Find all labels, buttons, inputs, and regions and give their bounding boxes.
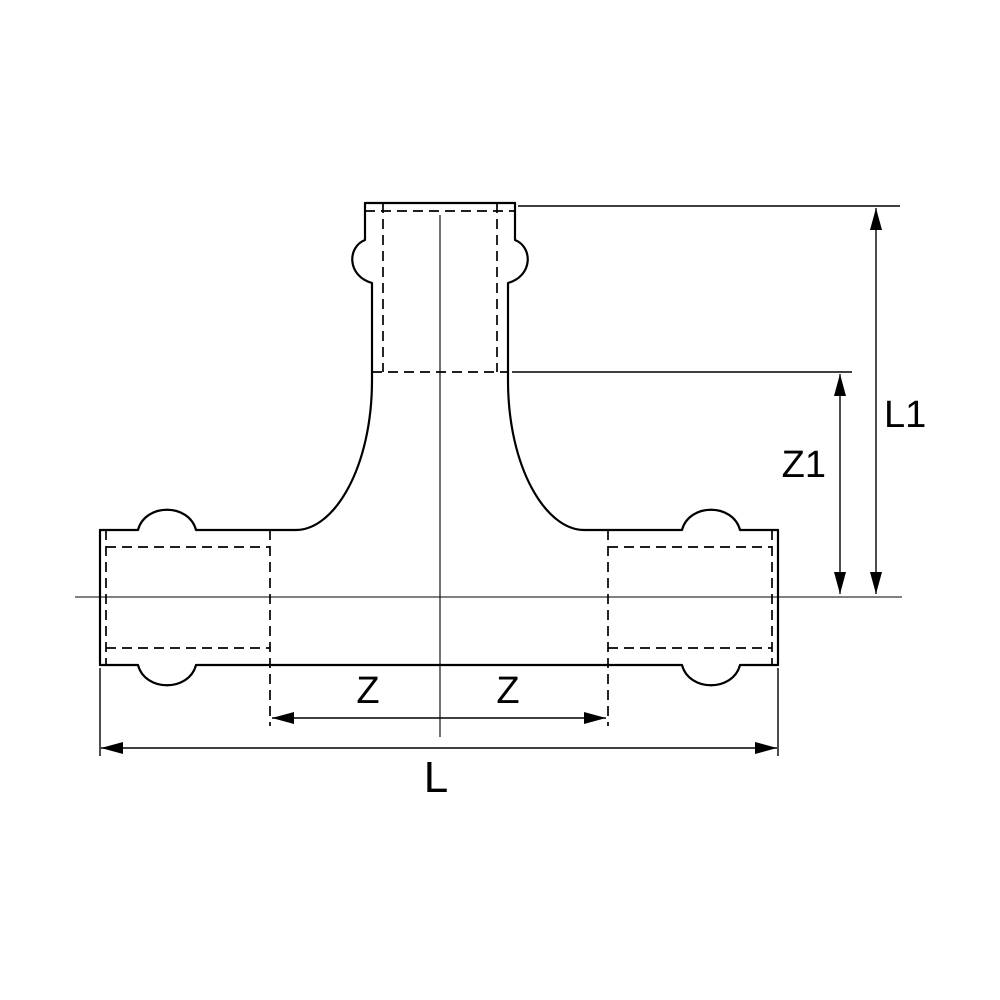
dim-label-Z-right: Z	[496, 670, 519, 712]
dim-label-L: L	[424, 753, 448, 802]
run-bottom	[98, 663, 780, 687]
run-top-left	[98, 508, 298, 532]
dim-label-L1: L1	[884, 394, 926, 436]
branch-left-wall	[294, 201, 374, 532]
run-top-right	[582, 508, 780, 532]
branch-right-wall	[506, 201, 586, 532]
dim-label-Z1: Z1	[782, 444, 826, 486]
dim-label-Z-left: Z	[356, 670, 379, 712]
